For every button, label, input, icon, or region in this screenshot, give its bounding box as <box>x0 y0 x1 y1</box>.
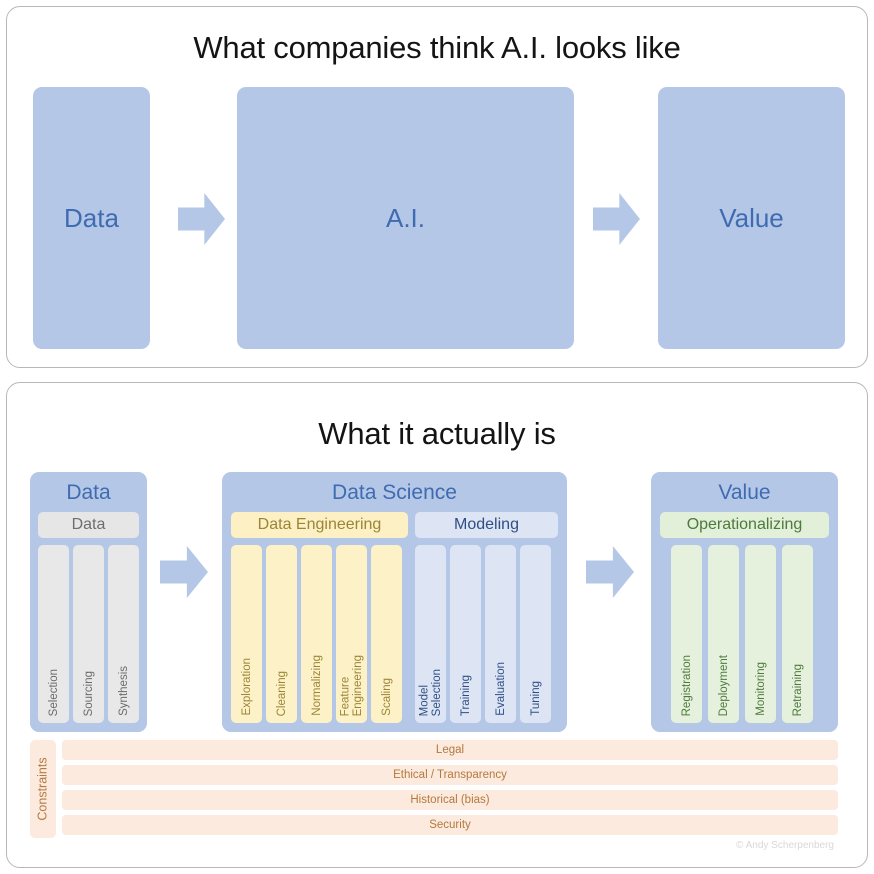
sub-col-deployment: Deployment <box>708 545 739 723</box>
group-header-modeling-label: Modeling <box>454 516 519 533</box>
naive-box-ai-label: A.I. <box>385 202 425 233</box>
group-header-operationalizing: Operationalizing <box>660 512 829 538</box>
sub-col-exploration: Exploration <box>231 545 262 723</box>
sub-col-synthesis: Synthesis <box>108 545 139 723</box>
stage-value: Value Operationalizing Registration Depl… <box>651 472 838 732</box>
sub-col-sourcing: Sourcing <box>73 545 104 723</box>
sub-col-monitoring-label: Monitoring <box>754 662 767 716</box>
sub-col-evaluation: Evaluation <box>485 545 516 723</box>
sub-col-cleaning: Cleaning <box>266 545 297 723</box>
sub-col-cleaning-label: Cleaning <box>275 670 288 716</box>
panel-title-actual: What it actually is <box>318 416 556 451</box>
sub-col-training-label: Training <box>459 674 472 716</box>
sub-col-sourcing-label: Sourcing <box>82 670 95 716</box>
sub-col-selection: Selection <box>38 545 69 723</box>
stage-data: Data Data Selection Sourcing Synthesis <box>30 472 147 732</box>
constraints-label: Constraints <box>30 740 56 838</box>
stage-data-science-title: Data Science <box>332 481 457 504</box>
sub-col-tuning-label: Tuning <box>529 681 542 716</box>
naive-box-data-label: Data <box>64 202 119 233</box>
constraint-bar-ethical-label: Ethical / Transparency <box>393 769 507 781</box>
stage-data-title: Data <box>66 481 111 504</box>
group-header-modeling: Modeling <box>415 512 558 538</box>
panel-naive-view: What companies think A.I. looks like Dat… <box>6 6 868 368</box>
constraint-bar-ethical: Ethical / Transparency <box>62 765 838 785</box>
group-header-data-engineering: Data Engineering <box>231 512 408 538</box>
panel-title-naive: What companies think A.I. looks like <box>193 30 681 65</box>
naive-box-data: Data <box>33 87 150 349</box>
credit-text: © Andy Scherpenberg <box>736 840 834 851</box>
sub-col-selection-label: Selection <box>47 668 60 716</box>
sub-col-feature-engineering-label: Feature Engineering <box>339 654 364 716</box>
constraint-bar-security-label: Security <box>429 819 471 831</box>
sub-col-synthesis-label: Synthesis <box>117 666 130 716</box>
sub-col-evaluation-label: Evaluation <box>494 662 507 716</box>
arrow-ai-to-value-icon <box>593 193 640 245</box>
naive-box-ai: A.I. <box>237 87 574 349</box>
sub-col-monitoring: Monitoring <box>745 545 776 723</box>
constraint-bar-historical: Historical (bias) <box>62 790 838 810</box>
constraint-bar-historical-label: Historical (bias) <box>410 794 490 806</box>
stage-value-title: Value <box>718 481 771 504</box>
sub-col-normalizing-label: Normalizing <box>310 655 323 716</box>
arrow-data-to-ai-icon <box>178 193 225 245</box>
constraint-bar-legal-label: Legal <box>435 744 465 756</box>
group-header-data-engineering-label: Data Engineering <box>257 516 382 533</box>
sub-col-retraining: Retraining <box>782 545 813 723</box>
sub-col-scaling: Scaling <box>371 545 402 723</box>
constraints-label-text: Constraints <box>35 757 50 821</box>
sub-col-model-selection-label: Model Selection <box>418 668 443 716</box>
sub-col-normalizing: Normalizing <box>301 545 332 723</box>
group-header-data-label: Data <box>71 516 106 533</box>
group-header-operationalizing-label: Operationalizing <box>686 516 803 533</box>
sub-col-model-selection: Model Selection <box>415 545 446 723</box>
sub-col-retraining-label: Retraining <box>791 663 804 716</box>
naive-box-value-label: Value <box>719 202 784 233</box>
sub-col-deployment-label: Deployment <box>717 654 730 716</box>
sub-col-tuning: Tuning <box>520 545 551 723</box>
sub-col-training: Training <box>450 545 481 723</box>
constraint-bar-security: Security <box>62 815 838 835</box>
sub-col-scaling-label: Scaling <box>380 678 393 716</box>
sub-col-registration-label: Registration <box>680 654 693 716</box>
naive-box-value: Value <box>658 87 845 349</box>
stage-data-science: Data Science Data Engineering Exploratio… <box>222 472 567 732</box>
sub-col-exploration-label: Exploration <box>240 658 253 716</box>
sub-col-feature-engineering: Feature Engineering <box>336 545 367 723</box>
constraint-bar-legal: Legal <box>62 740 838 760</box>
sub-col-registration: Registration <box>671 545 702 723</box>
group-header-data: Data <box>38 512 139 538</box>
